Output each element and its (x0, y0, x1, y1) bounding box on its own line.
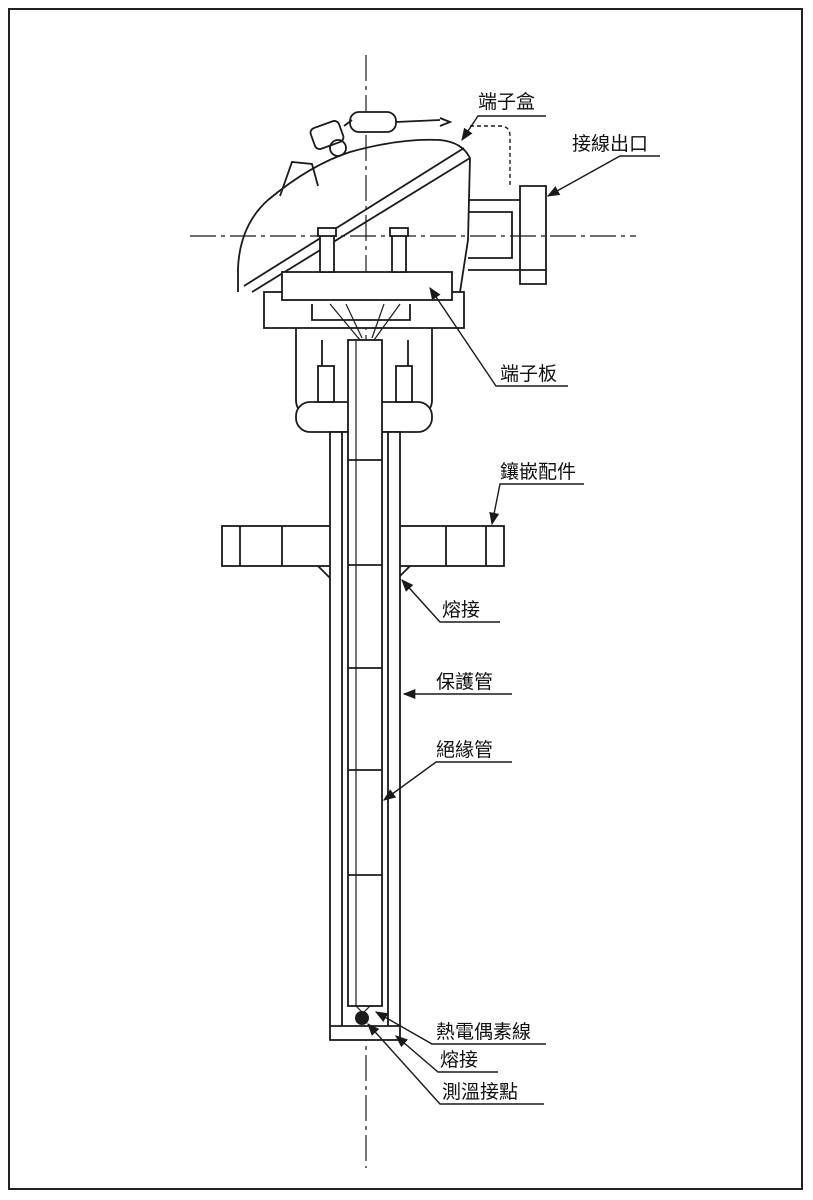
label-terminal-box: 端子盒 (478, 91, 535, 113)
label-terminal-block: 端子板 (500, 363, 557, 385)
label-insulation-tube: 絕緣管 (436, 739, 493, 761)
drawing-frame (8, 8, 803, 1190)
label-weld-lower: 熔接 (440, 1049, 478, 1071)
leader-lines (367, 115, 660, 1105)
label-thermocouple-wire: 熱電偶素線 (436, 1021, 531, 1043)
label-protection-tube: 保護管 (436, 671, 493, 693)
measuring-junction-dot (355, 1011, 369, 1025)
terminal-head (237, 111, 547, 433)
label-mounting-fitting: 鑲嵌配件 (500, 461, 576, 483)
label-measuring-junction: 測溫接點 (442, 1081, 518, 1103)
insulation-tube (347, 339, 383, 1007)
label-wiring-outlet: 接線出口 (572, 133, 648, 155)
label-weld-upper: 熔接 (442, 599, 480, 621)
